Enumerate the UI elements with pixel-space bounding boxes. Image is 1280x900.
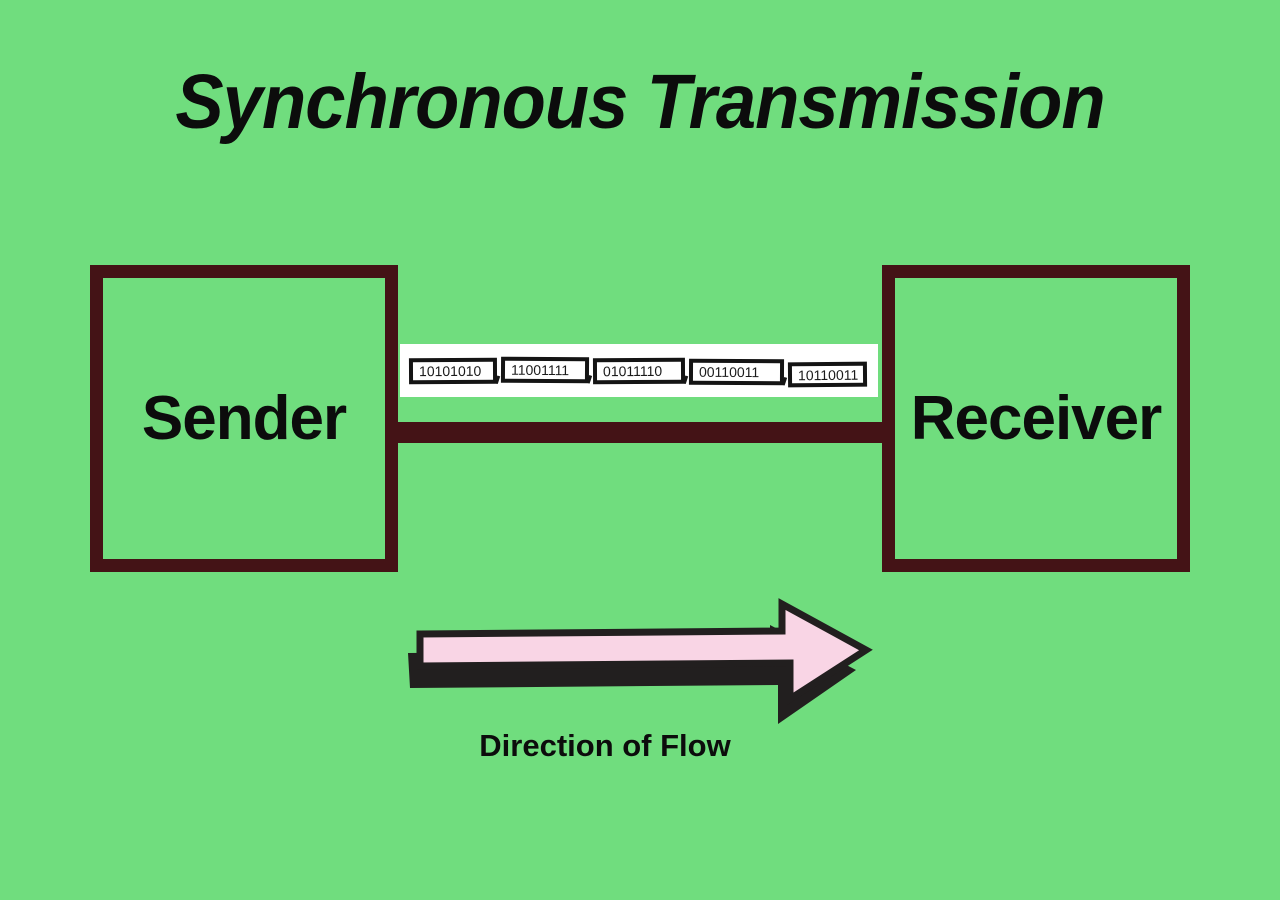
data-frame-bits: 10110011	[797, 366, 859, 383]
sender-box: Sender	[90, 265, 398, 572]
data-frame-bits: 01011110	[602, 362, 663, 379]
transmission-line	[398, 422, 882, 443]
flow-arrow-icon	[408, 598, 873, 724]
data-frame: 11001111	[500, 356, 590, 383]
receiver-box: Receiver	[882, 265, 1190, 572]
receiver-label: Receiver	[910, 384, 1163, 453]
data-stream-strip: 10101010 11001111 01011110 00110011 1011…	[400, 344, 878, 397]
data-frame: 00110011	[688, 358, 785, 385]
flow-arrow-shadow	[408, 625, 856, 724]
diagram-title: Synchronous Transmission	[175, 59, 1105, 145]
data-frame-bits: 11001111	[510, 361, 570, 378]
flow-arrow-body	[416, 598, 873, 706]
sender-label: Sender	[141, 384, 347, 453]
data-frame-bits: 00110011	[698, 363, 760, 380]
data-frame: 10101010	[408, 357, 498, 384]
data-frame: 01011110	[592, 357, 686, 384]
flow-direction-label: Direction of Flow	[479, 728, 731, 763]
data-frame-bits: 10101010	[418, 362, 482, 379]
data-frame: 10110011	[787, 361, 868, 388]
